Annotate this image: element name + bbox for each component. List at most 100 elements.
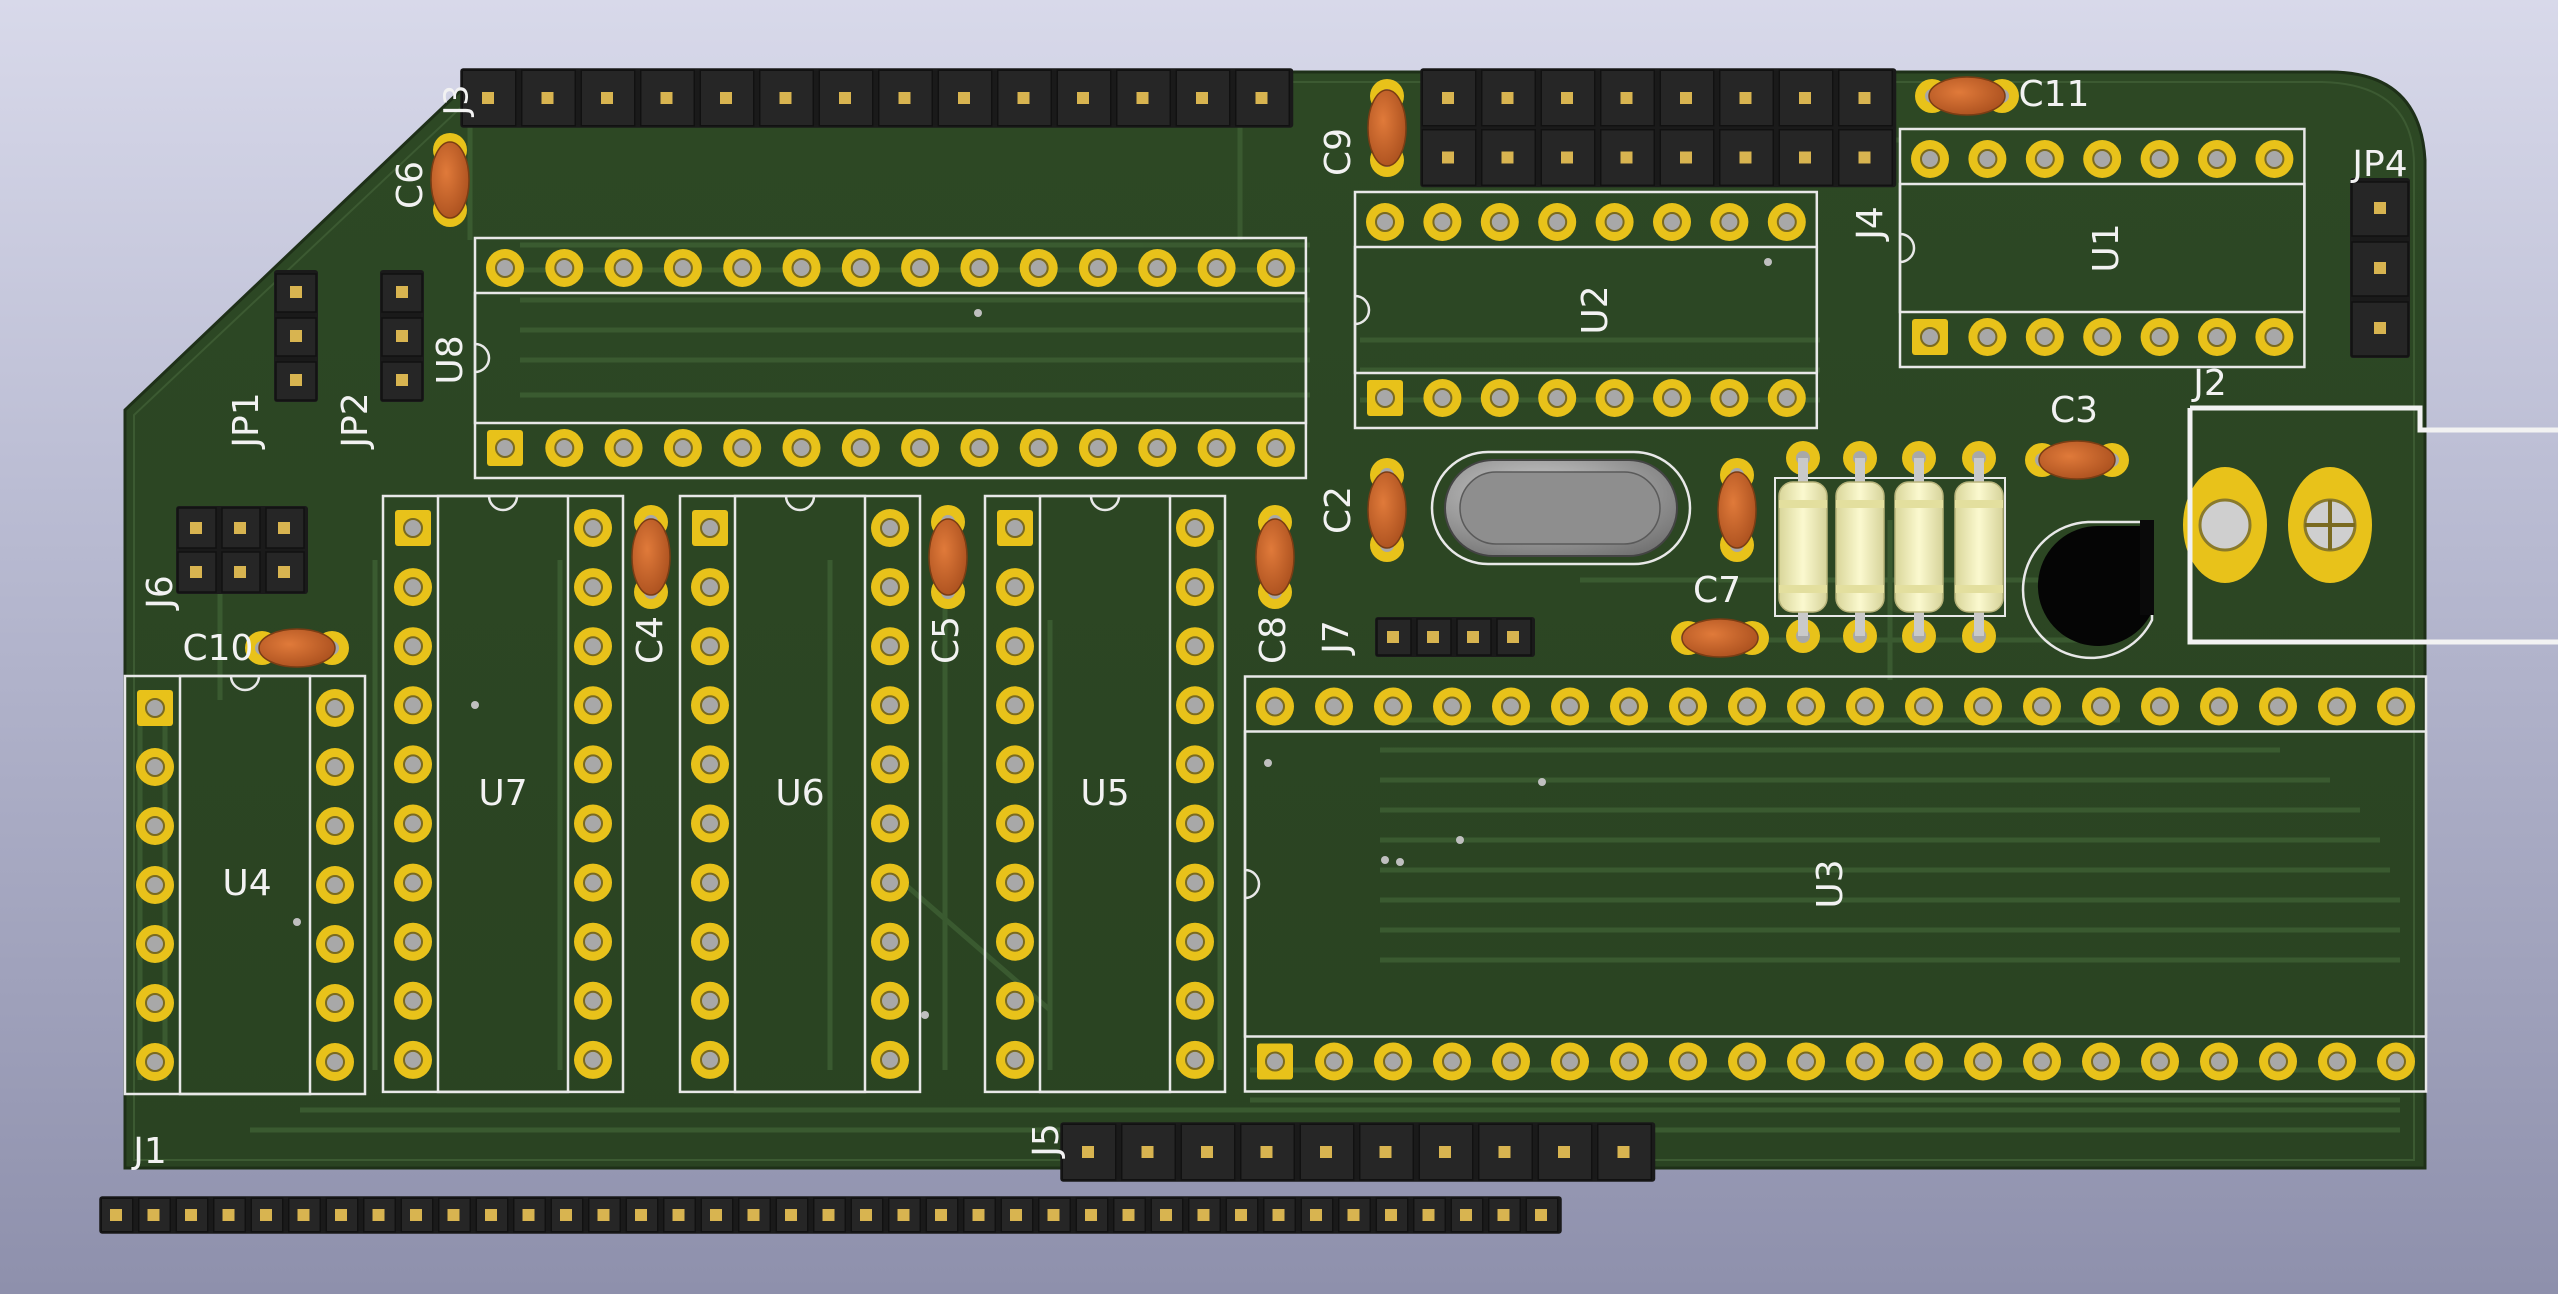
silkscreen-label-u6: U6	[775, 773, 824, 814]
u7-pin	[394, 922, 432, 961]
silkscreen-label-u3: U3	[1810, 859, 1851, 908]
u8-pin	[901, 429, 940, 467]
u1-pin	[2255, 140, 2294, 178]
u7-pin	[574, 745, 612, 784]
u3-pin	[1315, 1042, 1353, 1081]
capacitor-c2	[1367, 458, 1407, 562]
silkscreen-label-u7: U7	[478, 773, 527, 814]
u3-pin	[1964, 1042, 2002, 1081]
u3-pin	[1374, 1042, 1412, 1081]
capacitor-c3	[2025, 440, 2129, 480]
u5-pin	[996, 981, 1034, 1020]
header-j4-2x8	[1420, 68, 1897, 188]
u3-pin	[2023, 687, 2061, 726]
silkscreen-label-c7: C7	[1693, 570, 1741, 611]
u6-pin	[691, 922, 729, 961]
u7-pin	[574, 922, 612, 961]
u3-pin	[1256, 687, 1294, 726]
u8-pin	[901, 249, 940, 287]
silkscreen-label-j1: J1	[131, 1131, 167, 1172]
u7-pin	[394, 981, 432, 1020]
u4-pin	[316, 984, 354, 1022]
u2-pin	[1480, 203, 1519, 241]
u1-pin	[2198, 140, 2236, 178]
u5-pin	[996, 568, 1034, 607]
u6-pin	[692, 510, 728, 546]
u8-pin	[486, 249, 524, 287]
u5-pin	[996, 627, 1034, 666]
u3-pin	[1787, 687, 1825, 726]
u8-pin	[841, 429, 880, 467]
silkscreen-label-j5: J5	[1026, 1123, 1067, 1159]
u3-pin	[2200, 1042, 2238, 1081]
header-j6-2x3	[176, 506, 308, 594]
transistor-to92	[2021, 520, 2154, 660]
u3-pin	[2377, 687, 2415, 726]
silkscreen-label-c4: C4	[630, 616, 671, 664]
u6-pin	[691, 627, 729, 666]
u2-pin	[1480, 379, 1519, 417]
u3-pin	[2318, 1042, 2356, 1081]
u7-pin	[574, 863, 612, 902]
header-j7	[1375, 617, 1535, 657]
u8-pin	[663, 429, 702, 467]
silkscreen-label-u2: U2	[1575, 285, 1616, 334]
u7-pin	[394, 804, 432, 843]
u8-pin	[1138, 249, 1177, 287]
silkscreen-label-c5: C5	[926, 616, 967, 664]
u6-pin	[691, 568, 729, 607]
u2-pin	[1423, 379, 1462, 417]
u5-pin	[1176, 863, 1214, 902]
u2-pin	[1653, 203, 1691, 241]
u5-pin	[1176, 745, 1214, 784]
u8-pin	[663, 249, 702, 287]
silkscreen-label-c6: C6	[390, 161, 431, 209]
u7-pin	[574, 804, 612, 843]
u3-pin	[1728, 687, 1766, 726]
u4-pin	[136, 807, 174, 845]
u8-pin	[960, 429, 999, 467]
u6-pin	[871, 1040, 909, 1079]
u6-pin	[871, 804, 909, 843]
u3-pin	[1551, 1042, 1589, 1081]
header-jp1	[274, 270, 318, 402]
u7-pin	[394, 863, 432, 902]
u5-pin	[1176, 568, 1214, 607]
u6-pin	[691, 686, 729, 725]
u3-pin	[1905, 1042, 1943, 1081]
u6-pin	[691, 1040, 729, 1079]
u5-pin	[996, 686, 1034, 725]
silkscreen-label-c3: C3	[2050, 390, 2098, 431]
capacitor-c5	[928, 505, 968, 609]
u2-pin	[1710, 203, 1749, 241]
u4-pin	[136, 748, 174, 786]
header-j1	[99, 1196, 1562, 1234]
u3-pin	[1433, 687, 1471, 726]
silkscreen-label-c11: C11	[2019, 74, 2090, 115]
u8-pin	[1079, 249, 1117, 287]
resistor-array	[1774, 441, 2006, 653]
u1-pin	[2025, 140, 2064, 178]
u8-pin	[960, 249, 999, 287]
u8-pin	[1197, 249, 1236, 287]
u3-pin	[1846, 687, 1884, 726]
u6-pin	[871, 745, 909, 784]
silkscreen-label-c9: C9	[1318, 128, 1359, 176]
u1-pin	[2083, 140, 2122, 178]
u5-pin	[996, 1040, 1034, 1079]
u1-pin	[2083, 318, 2122, 356]
silkscreen-label-c2: C2	[1318, 486, 1359, 534]
u2-pin	[1538, 379, 1577, 417]
u8-pin	[604, 429, 643, 467]
u4-pin	[316, 807, 354, 845]
u8-pin	[487, 430, 523, 466]
capacitor-c4	[631, 505, 671, 609]
u4-pin	[316, 866, 354, 904]
u3-pin	[1610, 687, 1648, 726]
u4-pin	[137, 690, 173, 726]
u2-pin	[1595, 203, 1634, 241]
u3-pin	[1669, 687, 1707, 726]
u6-pin	[691, 745, 729, 784]
